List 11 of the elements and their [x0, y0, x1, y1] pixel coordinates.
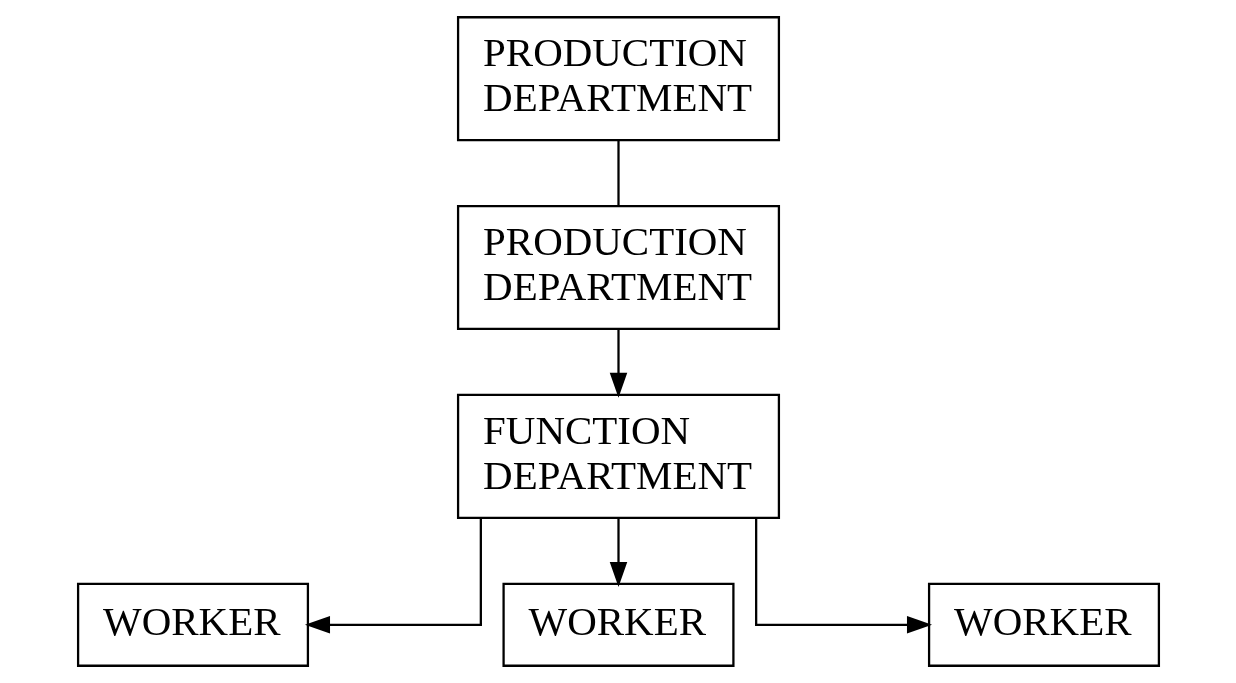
- node-box: WORKER: [927, 582, 1160, 667]
- arrow: [609, 329, 627, 398]
- node-box: WORKER: [501, 582, 735, 667]
- node-box: FUNCTION DEPARTMENT: [456, 393, 780, 519]
- arrow: [304, 518, 482, 634]
- arrow: [754, 518, 932, 634]
- arrow: [609, 518, 627, 587]
- node-box: WORKER: [76, 582, 309, 667]
- node-box: PRODUCTION DEPARTMENT: [456, 16, 780, 142]
- connector: [616, 140, 620, 206]
- node-box: PRODUCTION DEPARTMENT: [456, 205, 780, 331]
